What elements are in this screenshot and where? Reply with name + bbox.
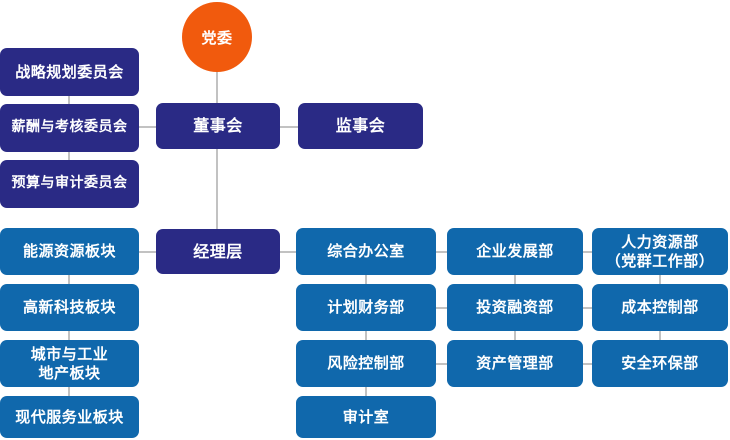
connector-planning-to-investment: [436, 307, 447, 309]
node-risk-control-department[interactable]: 风险控制部: [296, 340, 436, 387]
node-planning-finance-department-label: 计划财务部: [327, 298, 405, 317]
node-general-office-label: 综合办公室: [327, 242, 405, 261]
connector-management-to-general-office: [279, 251, 298, 253]
node-modern-services-segment[interactable]: 现代服务业板块: [0, 396, 139, 438]
connector-strategy-to-comp: [68, 95, 70, 105]
connector-general-office-to-enterprise: [436, 251, 447, 253]
node-risk-control-department-label: 风险控制部: [327, 354, 405, 373]
node-urban-industrial-realestate-segment-label: 城市与工业 地产板块: [30, 345, 109, 382]
node-board-of-directors-label: 董事会: [193, 116, 243, 136]
node-audit-office[interactable]: 审计室: [296, 396, 436, 438]
connector-planning-to-risk: [365, 331, 367, 341]
connector-general-office-to-planning: [365, 275, 367, 285]
node-enterprise-development-department[interactable]: 企业发展部: [447, 228, 583, 275]
node-board-of-directors[interactable]: 董事会: [156, 103, 280, 149]
connector-energy-to-hitech: [68, 275, 70, 285]
node-board-of-supervisors-label: 监事会: [335, 116, 386, 136]
connector-asset-to-safety: [582, 363, 593, 365]
node-energy-resources-segment-label: 能源资源板块: [22, 242, 116, 261]
connector-risk-to-asset: [436, 363, 447, 365]
node-management-layer[interactable]: 经理层: [156, 229, 280, 274]
connector-cost-to-safety: [659, 331, 661, 341]
node-modern-services-segment-label: 现代服务业板块: [15, 407, 124, 426]
node-audit-office-label: 审计室: [342, 407, 390, 426]
node-budget-audit-committee-label: 预算与审计委员会: [11, 175, 128, 192]
node-safety-environmental-department-label: 安全环保部: [621, 354, 699, 373]
node-party-committee-label: 党委: [201, 28, 233, 47]
node-urban-industrial-realestate-segment[interactable]: 城市与工业 地产板块: [0, 340, 139, 387]
node-energy-resources-segment[interactable]: 能源资源板块: [0, 228, 139, 275]
node-cost-control-department[interactable]: 成本控制部: [592, 284, 728, 331]
node-asset-management-department[interactable]: 资产管理部: [447, 340, 583, 387]
connector-board-to-comp-committee: [138, 126, 157, 128]
connector-risk-to-audit: [365, 387, 367, 397]
node-enterprise-development-department-label: 企业发展部: [476, 242, 554, 261]
node-strategy-planning-committee[interactable]: 战略规划委员会: [0, 48, 139, 96]
node-board-of-supervisors[interactable]: 监事会: [298, 103, 423, 149]
node-compensation-appraisal-committee[interactable]: 薪酬与考核委员会: [0, 104, 139, 152]
node-general-office[interactable]: 综合办公室: [296, 228, 436, 275]
node-safety-environmental-department[interactable]: 安全环保部: [592, 340, 728, 387]
connector-management-to-energy: [138, 251, 157, 253]
node-planning-finance-department[interactable]: 计划财务部: [296, 284, 436, 331]
node-strategy-planning-committee-label: 战略规划委员会: [15, 62, 124, 81]
connector-urban-to-services: [68, 387, 70, 397]
connector-investment-to-asset: [514, 331, 516, 341]
node-hitech-segment-label: 高新科技板块: [22, 298, 116, 317]
node-human-resources-department[interactable]: 人力资源部 （党群工作部）: [592, 228, 728, 275]
node-human-resources-department-label: 人力资源部 （党群工作部）: [605, 233, 715, 270]
node-hitech-segment[interactable]: 高新科技板块: [0, 284, 139, 331]
node-management-layer-label: 经理层: [193, 241, 243, 261]
connector-party-to-board: [216, 70, 218, 106]
node-asset-management-department-label: 资产管理部: [476, 354, 554, 373]
connector-board-to-management: [216, 149, 218, 232]
connector-comp-to-budget: [68, 151, 70, 161]
node-budget-audit-committee[interactable]: 预算与审计委员会: [0, 160, 139, 208]
connector-board-to-supervisors: [279, 126, 298, 128]
node-party-committee[interactable]: 党委: [182, 2, 252, 72]
connector-enterprise-to-investment: [514, 275, 516, 285]
connector-hr-to-cost: [659, 275, 661, 285]
node-investment-financing-department-label: 投资融资部: [476, 298, 554, 317]
connector-investment-to-cost: [582, 307, 593, 309]
node-compensation-appraisal-committee-label: 薪酬与考核委员会: [11, 119, 128, 136]
connector-enterprise-to-hr: [582, 251, 593, 253]
node-cost-control-department-label: 成本控制部: [621, 298, 699, 317]
node-investment-financing-department[interactable]: 投资融资部: [447, 284, 583, 331]
connector-hitech-to-urban: [68, 331, 70, 341]
